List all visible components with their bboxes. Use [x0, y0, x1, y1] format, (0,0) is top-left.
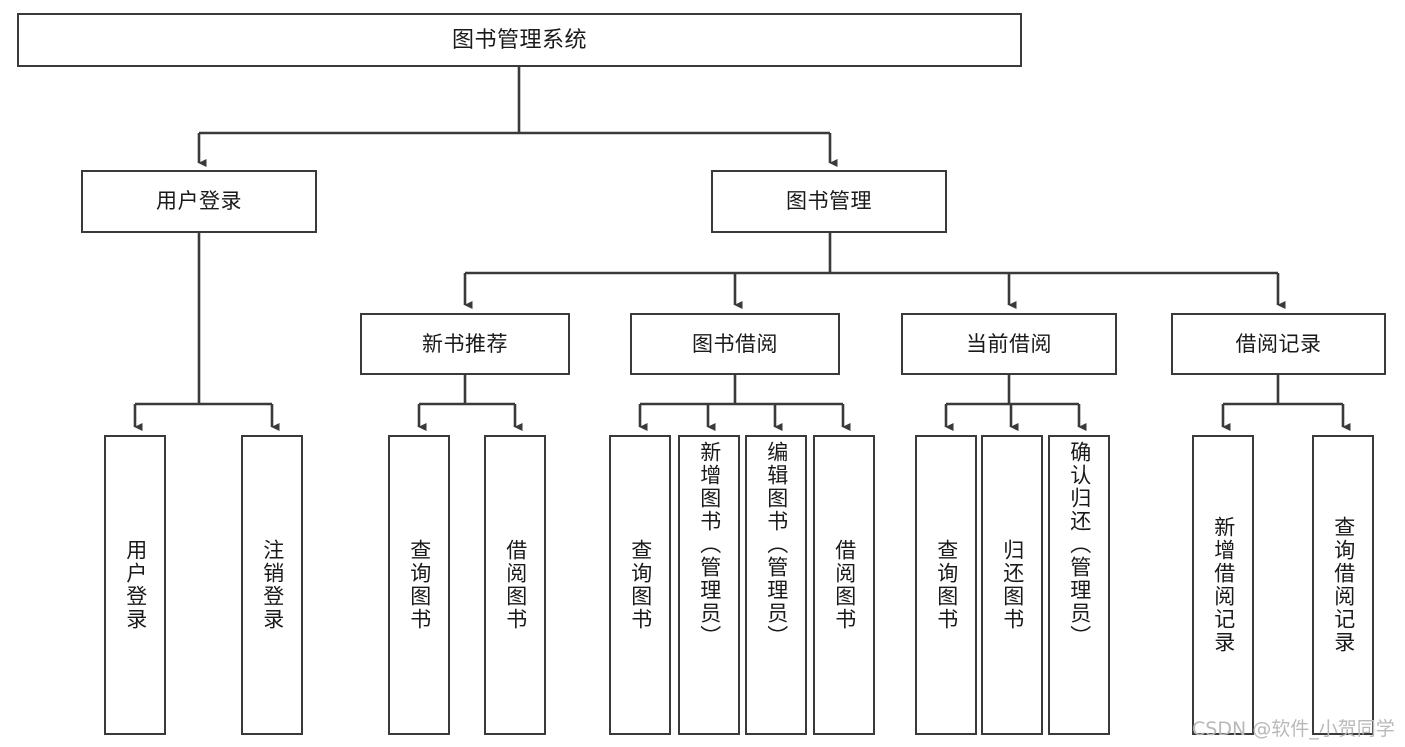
node-user-login[interactable]: 用户登录: [81, 170, 317, 233]
node-label: 查询图书: [934, 539, 958, 631]
node-label: 新增借阅记录: [1211, 516, 1235, 654]
node-book-manage[interactable]: 图书管理: [711, 170, 947, 233]
leaf-query-book-current[interactable]: 查询图书: [915, 435, 977, 735]
node-label: 当前借阅: [966, 332, 1052, 356]
node-label: 新书推荐: [422, 332, 508, 356]
leaf-user-logout[interactable]: 注销登录: [241, 435, 303, 735]
node-label: 借阅图书: [832, 539, 856, 631]
leaf-return-book[interactable]: 归还图书: [981, 435, 1043, 735]
node-book-borrow[interactable]: 图书借阅: [630, 313, 840, 375]
node-label: 图书管理系统: [451, 27, 587, 52]
node-label: 确认归还（管理员）: [1067, 441, 1091, 648]
leaf-borrow-book-new[interactable]: 借阅图书: [484, 435, 546, 735]
node-borrow-record[interactable]: 借阅记录: [1171, 313, 1386, 375]
leaf-confirm-return[interactable]: 确认归还（管理员）: [1048, 435, 1110, 735]
node-label: 查询图书: [628, 539, 652, 631]
node-label: 查询借阅记录: [1331, 516, 1355, 654]
node-label: 借阅图书: [503, 539, 527, 631]
node-label: 归还图书: [1000, 539, 1024, 631]
node-label: 编辑图书（管理员）: [764, 441, 788, 648]
node-label: 图书管理: [786, 190, 872, 213]
node-label: 图书借阅: [692, 332, 778, 356]
node-label: 查询图书: [407, 539, 431, 631]
node-label: 用户登录: [156, 190, 242, 213]
leaf-add-record[interactable]: 新增借阅记录: [1192, 435, 1254, 735]
node-label: 借阅记录: [1235, 332, 1322, 356]
leaf-query-book-new[interactable]: 查询图书: [388, 435, 450, 735]
node-current-borrow[interactable]: 当前借阅: [901, 313, 1117, 375]
leaf-edit-book[interactable]: 编辑图书（管理员）: [745, 435, 807, 735]
node-new-book-rec[interactable]: 新书推荐: [360, 313, 570, 375]
leaf-query-record[interactable]: 查询借阅记录: [1312, 435, 1374, 735]
csdn-watermark: CSDN @软件_小贺同学: [1192, 718, 1395, 740]
leaf-add-book[interactable]: 新增图书（管理员）: [678, 435, 740, 735]
node-root-system[interactable]: 图书管理系统: [17, 13, 1022, 67]
node-label: 新增图书（管理员）: [697, 441, 721, 648]
node-label: 注销登录: [260, 539, 284, 631]
leaf-borrow-book[interactable]: 借阅图书: [813, 435, 875, 735]
leaf-user-login[interactable]: 用户登录: [104, 435, 166, 735]
leaf-query-book-borrow[interactable]: 查询图书: [609, 435, 671, 735]
node-label: 用户登录: [123, 539, 147, 631]
